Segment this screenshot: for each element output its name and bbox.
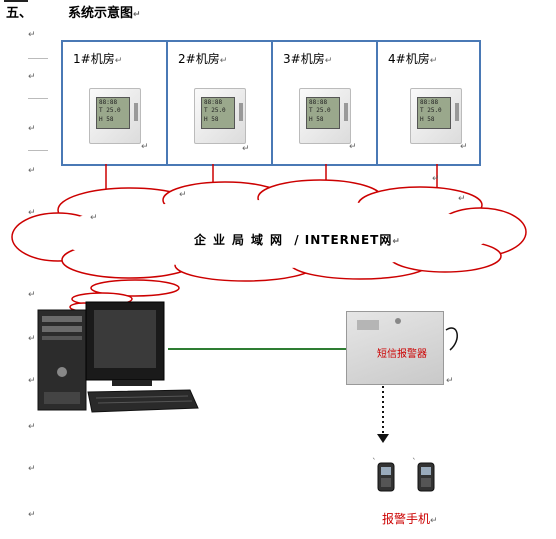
- room-label: 4#机房: [388, 50, 437, 67]
- server-room-1: 1#机房 88:88T 25.0H 58 ↵: [63, 42, 168, 164]
- sms-cable-right: [445, 327, 458, 351]
- section-heading: 五、 系统示意图↵: [6, 2, 141, 21]
- desktop-tower-icon: [37, 309, 87, 411]
- network-separator: /: [289, 233, 305, 247]
- network-label-cn: 企业局域网: [194, 233, 290, 247]
- network-label-en: INTERNET: [304, 233, 380, 247]
- monitor-icon: [85, 301, 165, 386]
- svg-text:`: `: [372, 457, 377, 468]
- alarm-phone-label: 报警手机: [382, 510, 438, 527]
- sms-alarm-device: 短信报警器: [346, 311, 444, 385]
- paragraph-mark-icon: ↵: [133, 10, 141, 20]
- room-label: 2#机房: [178, 50, 227, 67]
- sms-alarm-label: 短信报警器: [377, 349, 427, 360]
- network-label-suffix: 网: [379, 233, 393, 247]
- keyboard-icon: [87, 389, 199, 413]
- section-title: 系统示意图: [68, 6, 134, 21]
- top-rule: [4, 0, 28, 2]
- cloud-trail-large: [90, 279, 180, 297]
- network-label: 企业局域网 / INTERNET网↵: [194, 233, 401, 247]
- server-room-4: 4#机房 88:88T 25.0H 58 ↵: [378, 42, 479, 164]
- svg-text:`: `: [412, 457, 417, 468]
- arrow-down-icon: [377, 434, 389, 443]
- server-room-row: 1#机房 88:88T 25.0H 58 ↵ 2#机房 88:88T 25.0H…: [61, 40, 481, 166]
- server-room-3: 3#机房 88:88T 25.0H 58 ↵: [273, 42, 378, 164]
- section-number: 五、: [6, 6, 33, 21]
- room-label: 3#机房: [283, 50, 332, 67]
- server-room-2: 2#机房 88:88T 25.0H 58 ↵: [168, 42, 273, 164]
- mobile-phone-icon: [417, 462, 435, 492]
- mobile-phone-icon: [377, 462, 395, 492]
- room-label: 1#机房: [73, 50, 122, 67]
